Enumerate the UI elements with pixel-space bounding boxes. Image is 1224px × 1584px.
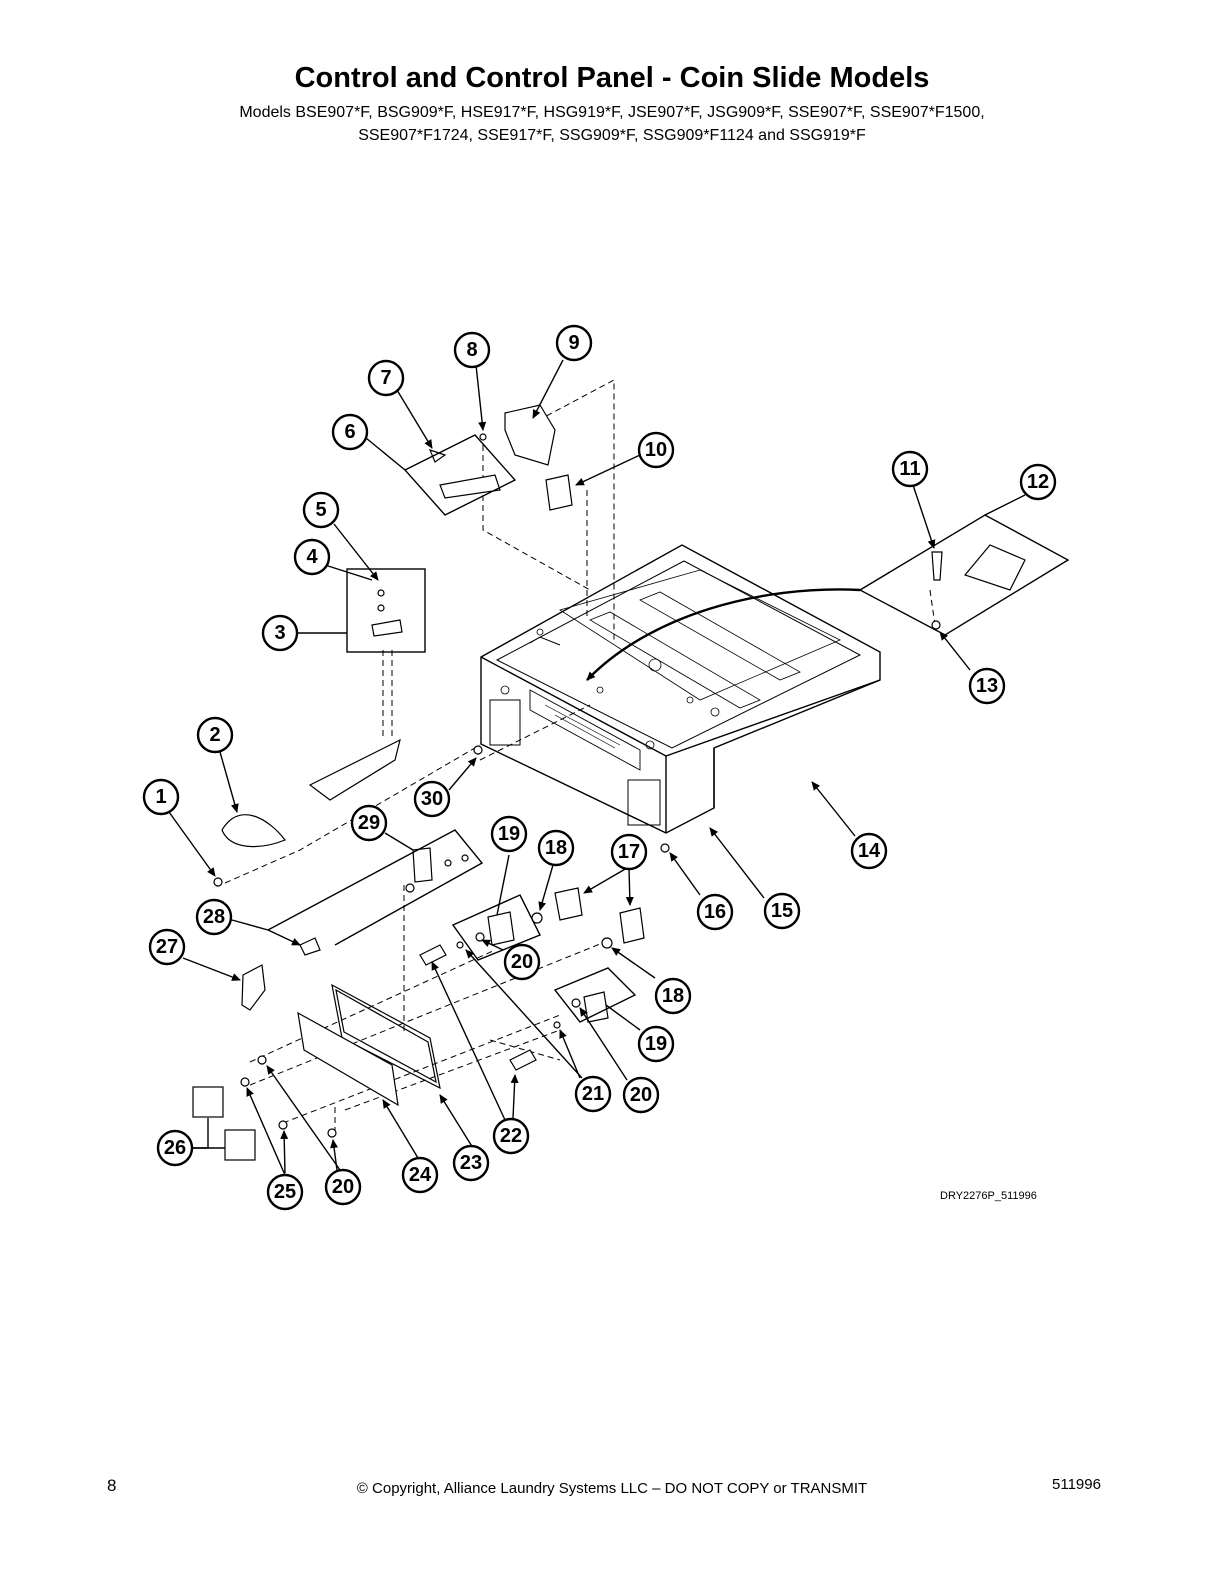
copyright-notice: © Copyright, Alliance Laundry Systems LL… <box>356 1480 868 1497</box>
svg-text:9: 9 <box>568 332 579 354</box>
svg-text:28: 28 <box>203 906 225 928</box>
part-drawings <box>192 404 1026 1161</box>
svg-text:29: 29 <box>358 812 380 834</box>
svg-text:24: 24 <box>409 1164 432 1186</box>
svg-text:19: 19 <box>645 1033 667 1055</box>
svg-text:8: 8 <box>466 339 477 361</box>
callout-14: 14 <box>850 832 888 870</box>
diagram-reference: DRY2276P_511996 <box>940 1190 1037 1202</box>
callout-19a: 19 <box>490 815 528 853</box>
callout-4: 4 <box>293 538 331 576</box>
callout-18b: 18 <box>654 977 692 1015</box>
callout-18a: 18 <box>537 829 575 867</box>
svg-text:23: 23 <box>460 1152 482 1174</box>
callout-20c: 20 <box>324 1168 362 1206</box>
callout-26: 26 <box>156 1129 194 1167</box>
svg-text:6: 6 <box>344 421 355 443</box>
svg-text:30: 30 <box>421 788 443 810</box>
callout-6: 6 <box>331 413 369 451</box>
page-number: 8 <box>107 1476 117 1495</box>
svg-text:5: 5 <box>315 499 326 521</box>
callout-7: 7 <box>367 359 405 397</box>
svg-text:20: 20 <box>511 951 533 973</box>
svg-text:17: 17 <box>618 841 640 863</box>
callout-8: 8 <box>453 331 491 369</box>
callout-28: 28 <box>195 898 233 936</box>
callout-13: 13 <box>968 667 1006 705</box>
page-title: Control and Control Panel - Coin Slide M… <box>294 62 930 94</box>
svg-text:12: 12 <box>1027 471 1049 493</box>
callout-20b: 20 <box>622 1076 660 1114</box>
svg-text:20: 20 <box>332 1176 354 1198</box>
callout-2: 2 <box>196 716 234 754</box>
svg-text:7: 7 <box>380 367 391 389</box>
svg-text:18: 18 <box>662 985 684 1007</box>
svg-text:22: 22 <box>500 1125 522 1147</box>
callout-5: 5 <box>302 491 340 529</box>
callout-1: 1 <box>142 778 180 816</box>
models-line-2: SSE907*F1724, SSE917*F, SSG909*F, SSG909… <box>358 127 866 144</box>
svg-text:3: 3 <box>274 622 285 644</box>
svg-text:2: 2 <box>209 724 220 746</box>
callout-27: 27 <box>148 928 186 966</box>
callout-9: 9 <box>555 324 593 362</box>
cabinet-assembly <box>480 544 881 834</box>
svg-text:13: 13 <box>976 675 998 697</box>
svg-text:27: 27 <box>156 936 178 958</box>
document-number: 511996 <box>1052 1476 1101 1493</box>
svg-text:25: 25 <box>274 1181 296 1203</box>
callout-15: 15 <box>763 892 801 930</box>
callout-22: 22 <box>492 1117 530 1155</box>
callout-29: 29 <box>350 804 388 842</box>
callout-24: 24 <box>401 1156 439 1194</box>
callout-30: 30 <box>413 780 451 818</box>
callout-11: 11 <box>891 450 929 488</box>
svg-text:16: 16 <box>704 901 726 923</box>
callout-12: 12 <box>1019 463 1057 501</box>
callout-23: 23 <box>452 1144 490 1182</box>
svg-text:1: 1 <box>155 786 166 808</box>
callout-20a: 20 <box>503 943 541 981</box>
callout-25: 25 <box>266 1173 304 1211</box>
svg-text:20: 20 <box>630 1084 652 1106</box>
svg-text:14: 14 <box>858 840 881 862</box>
grouping-outlines <box>267 434 1070 1023</box>
svg-text:4: 4 <box>306 546 318 568</box>
callout-leaders <box>168 359 1026 1176</box>
svg-text:18: 18 <box>545 837 567 859</box>
svg-text:21: 21 <box>582 1083 604 1105</box>
svg-text:11: 11 <box>899 458 920 480</box>
callout-3: 3 <box>261 614 299 652</box>
callout-17: 17 <box>610 833 648 871</box>
svg-text:10: 10 <box>645 439 667 461</box>
callout-19b: 19 <box>637 1025 675 1063</box>
models-line-1: Models BSE907*F, BSG909*F, HSE917*F, HSG… <box>239 104 985 121</box>
svg-text:26: 26 <box>164 1137 186 1159</box>
svg-text:19: 19 <box>498 823 520 845</box>
callout-16: 16 <box>696 893 734 931</box>
callout-10: 10 <box>637 431 675 469</box>
callout-21: 21 <box>574 1075 612 1113</box>
svg-text:15: 15 <box>771 900 793 922</box>
assembly-dashed-lines <box>224 379 936 1133</box>
